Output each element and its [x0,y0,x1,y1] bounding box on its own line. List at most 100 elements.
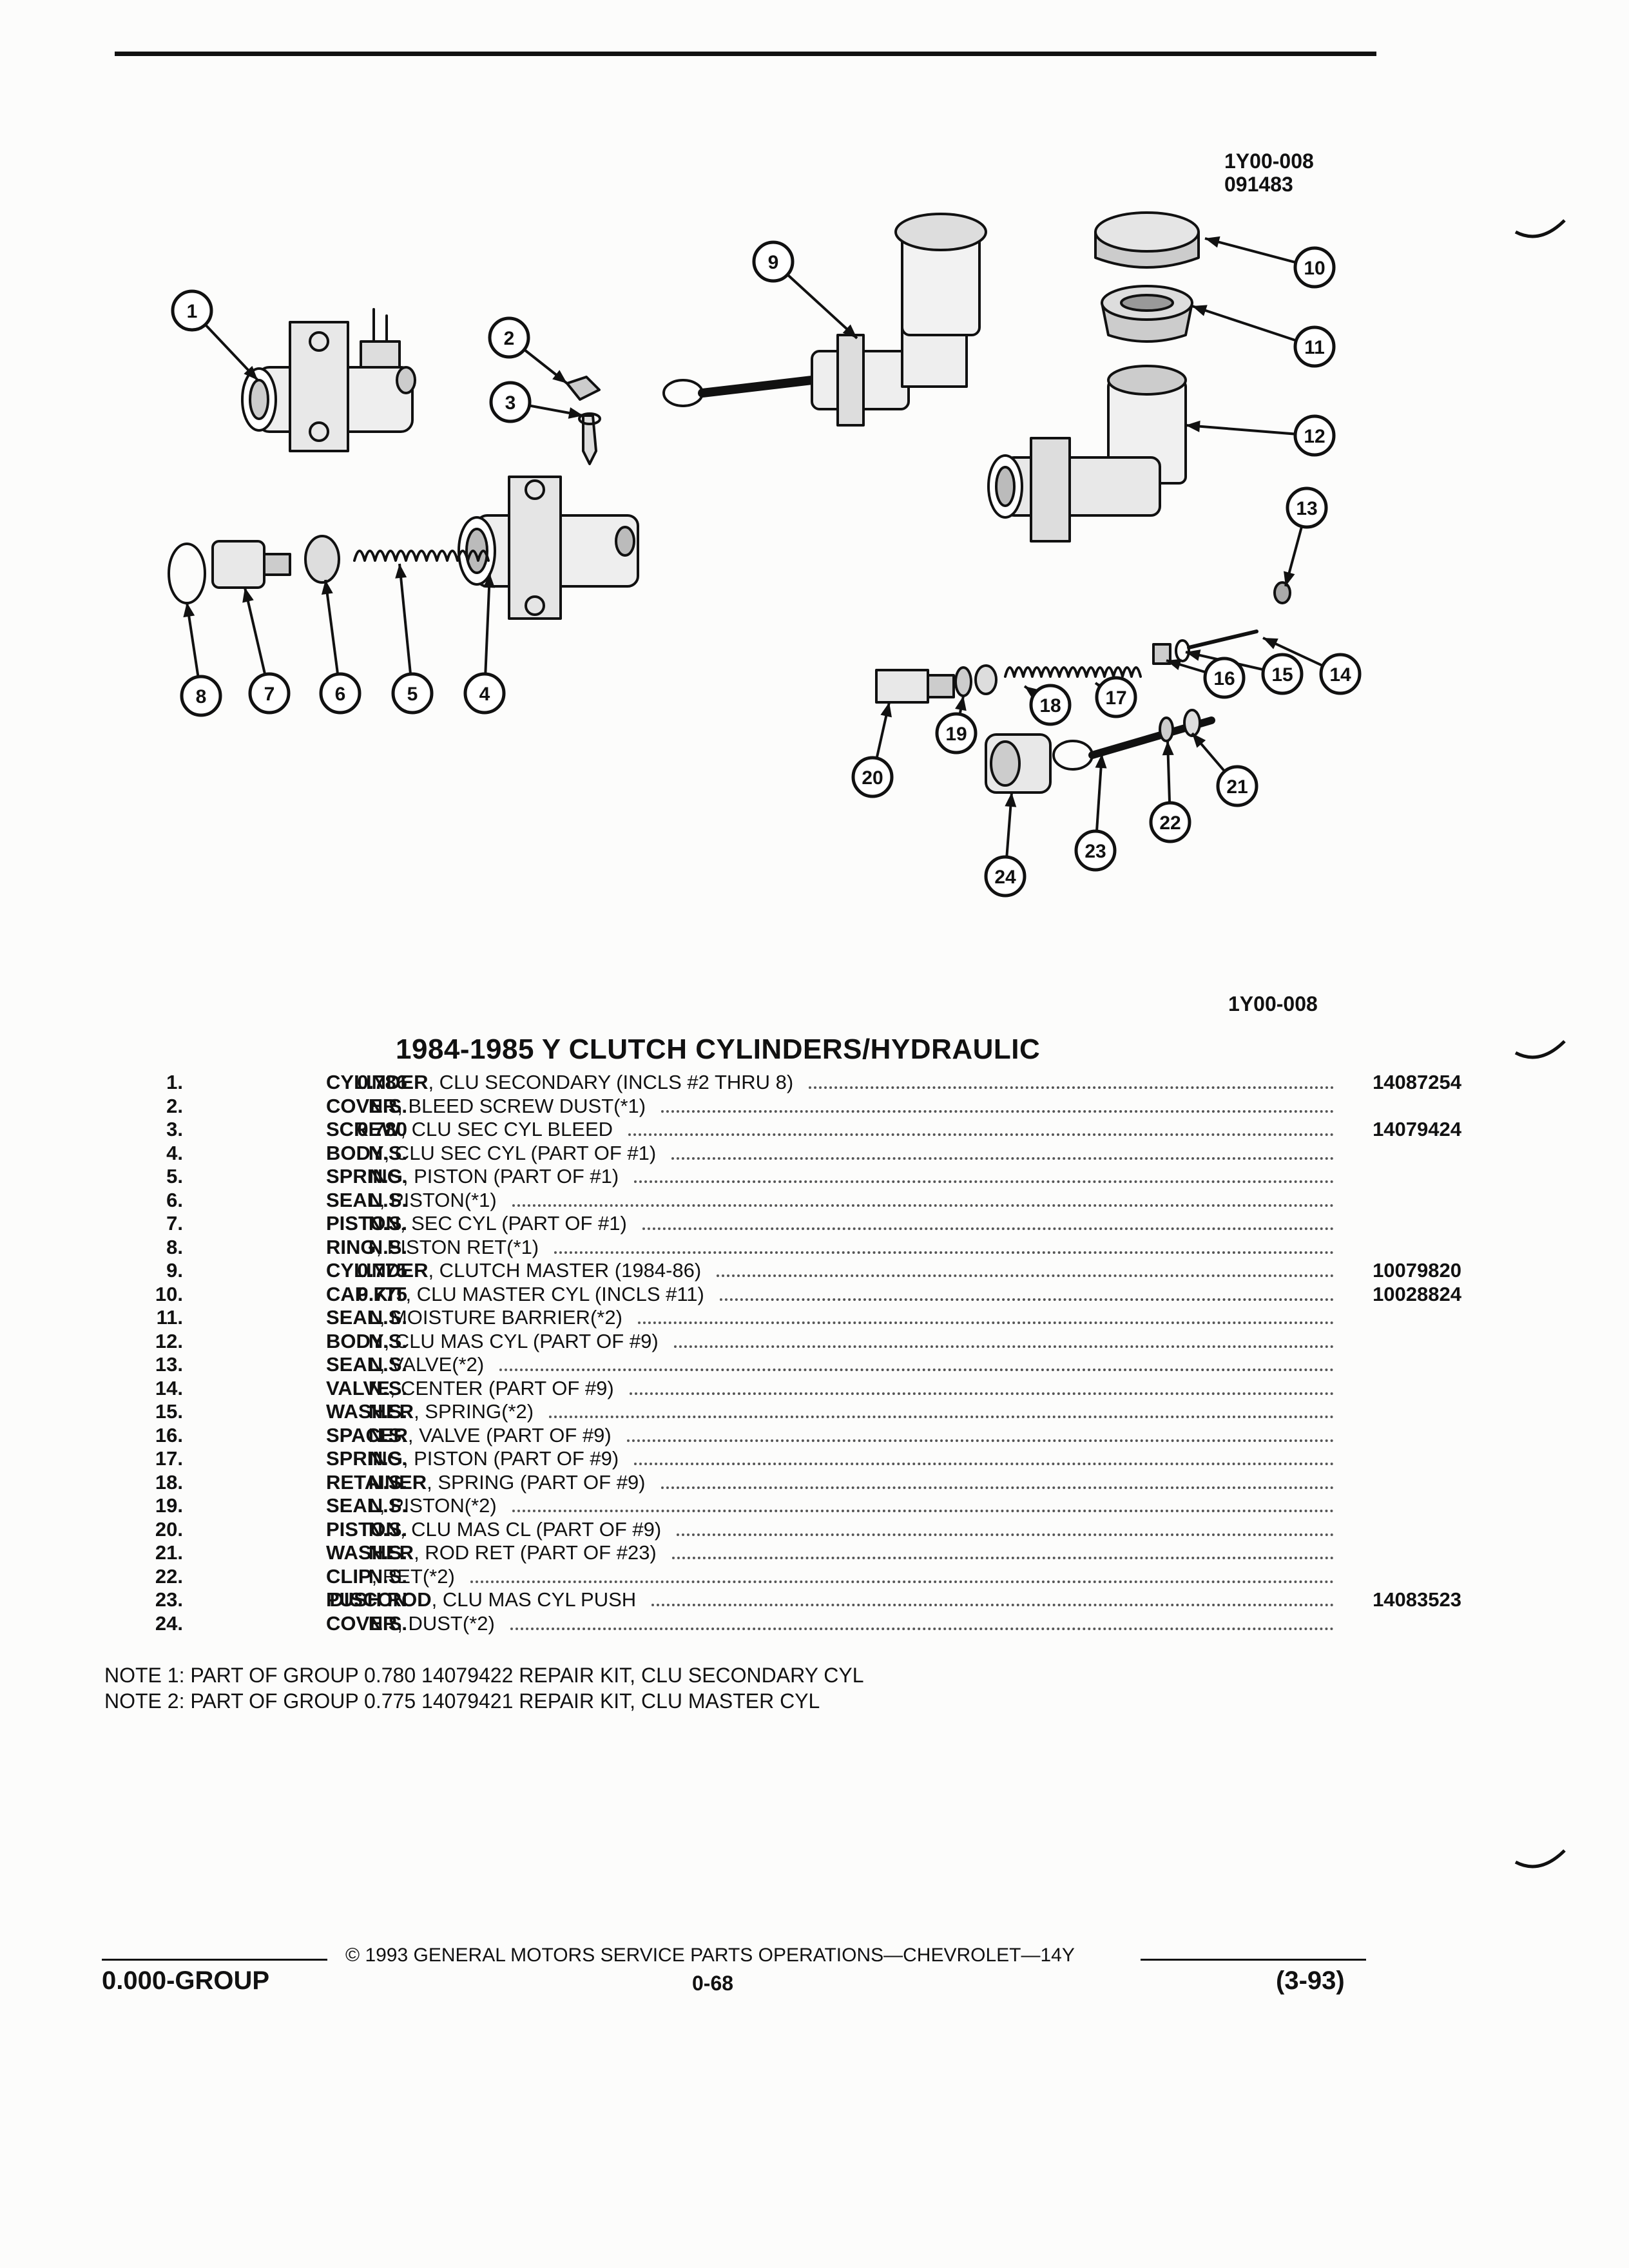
callout-number: 19 [945,724,967,745]
secondary-spring-drawing [353,550,490,562]
part-description: PUSH ROD, CLU MAS CYL PUSH [326,1588,636,1612]
item-number: 17. [155,1447,183,1470]
part-name: VALVE [326,1376,390,1399]
parts-row: 2.N.S.COVER, BLEED SCREW DUST(*1) [97,1095,1379,1119]
callout-arrowhead [1025,686,1040,700]
part-detail: , CLU SEC CYL BLEED [400,1118,613,1140]
group-number: N.S. [368,1306,407,1329]
part-description: RING, PISTON RET(*1) [326,1236,539,1260]
item-number: 21. [155,1541,183,1564]
callout-arrowhead [552,370,567,383]
item-number: 10. [155,1282,183,1305]
callout-circle [1029,684,1072,726]
callout-circle [1095,676,1137,718]
part-number: 10028824 [1373,1282,1461,1305]
callout-circle [489,381,532,423]
part-detail: , CLU SECONDARY (INCLS #2 THRU 8) [428,1071,794,1093]
dot-leader [510,1612,1334,1636]
part-detail: , CLU SEC CYL (PART OF #1) [383,1141,657,1164]
group-number: N.S. [368,1329,407,1352]
part-detail: , VALVE(*2) [379,1353,485,1376]
master-cylinder-drawing [662,213,987,427]
group-number: N.S. [368,1423,407,1446]
page-number: 0-68 [692,1972,734,1995]
callout-number: 12 [1304,426,1325,447]
callout-arrowhead [395,564,407,579]
dot-leader [549,1400,1334,1424]
group-number: N.S. [368,1447,407,1470]
dot-leader [720,1283,1334,1307]
part-description: COVER, DUST(*2) [326,1612,495,1636]
part-name: CYLINDER [326,1071,429,1093]
dot-leader [512,1494,1334,1518]
part-detail: , CLU MAS CL (PART OF #9) [400,1517,662,1541]
item-number: 13. [155,1353,183,1376]
callout-arrowhead [1192,733,1206,748]
part-name: WASHER [326,1541,414,1564]
part-description: RETAINER, SPRING (PART OF #9) [326,1471,646,1495]
part-detail: , PISTON(*1) [379,1188,497,1211]
callout-number: 15 [1271,664,1293,686]
parts-row: 15.N.S.WASHER, SPRING(*2) [97,1400,1379,1424]
figure-date: 091483 [1224,173,1293,196]
callout-arrowhead [1192,305,1208,316]
date-code: (3-93) [1276,1966,1345,1995]
callout-number: 14 [1329,664,1351,686]
group-number: N.S. [368,1541,407,1564]
group-number: N.S. [368,1611,407,1635]
part-detail: , MOISTURE BARRIER(*2) [379,1306,622,1329]
part-name: SEAL [326,1306,380,1329]
group-number: 0.786 [357,1071,407,1093]
item-number: 22. [155,1564,183,1588]
part-detail: , CENTER (PART OF #9) [389,1376,614,1399]
part-name: WASHER [326,1400,414,1423]
item-number: 18. [155,1470,183,1494]
callout-number: 17 [1105,687,1126,709]
note-line: NOTE 2: PART OF GROUP 0.775 14079421 REP… [104,1689,820,1713]
callout-circle [319,672,361,715]
dot-leader [470,1565,1334,1589]
part-name: CAP KIT [326,1282,406,1305]
group-number: N.S. [368,1470,407,1494]
parts-drawing [168,211,1291,794]
callout-number: 21 [1226,776,1248,798]
top-rule [115,52,1376,56]
callout-circle [1149,801,1191,843]
part-name: BODY [326,1329,384,1352]
part-description: PISTON, CLU MAS CL (PART OF #9) [326,1518,661,1542]
part-detail: , DUST(*2) [397,1611,495,1635]
dot-leader [554,1236,1334,1260]
dot-leader [512,1189,1334,1213]
parts-row: 24.N.S.COVER, DUST(*2) [97,1612,1379,1636]
item-number: 4. [166,1141,183,1164]
dot-leader [499,1353,1334,1377]
part-name: PUSH ROD [326,1588,432,1611]
callout-arrowhead [1162,741,1174,756]
callout-circle [1293,246,1336,289]
part-description: SPRING, PISTON (PART OF #1) [326,1165,619,1189]
part-detail: , CLUTCH MASTER (1984-86) [428,1259,702,1282]
part-detail: , SPRING(*2) [414,1400,534,1423]
part-name: SPRING [326,1447,403,1470]
callout-circle [1293,325,1336,368]
callout-circle [851,756,894,798]
item-number: 5. [166,1165,183,1187]
group-number: N.S. [368,1094,407,1117]
item-number: 23. [155,1588,183,1611]
item-number: 11. [156,1306,183,1329]
parts-row: 6.N.S.SEAL, PISTON(*1) [97,1189,1379,1213]
part-name: BODY [326,1141,384,1164]
moisture-seal-drawing [1101,285,1193,343]
part-detail: , CLU MAS CYL PUSH [431,1588,637,1611]
callout-arrowhead [483,573,496,588]
item-number: 8. [166,1235,183,1258]
callout-circle [984,855,1027,898]
part-number: 14083523 [1373,1588,1461,1611]
callout-number: 22 [1159,812,1181,834]
item-number: 9. [166,1259,183,1282]
part-name: PISTON [326,1212,400,1235]
notes: NOTE 1: PART OF GROUP 0.780 14079422 REP… [104,1662,864,1714]
